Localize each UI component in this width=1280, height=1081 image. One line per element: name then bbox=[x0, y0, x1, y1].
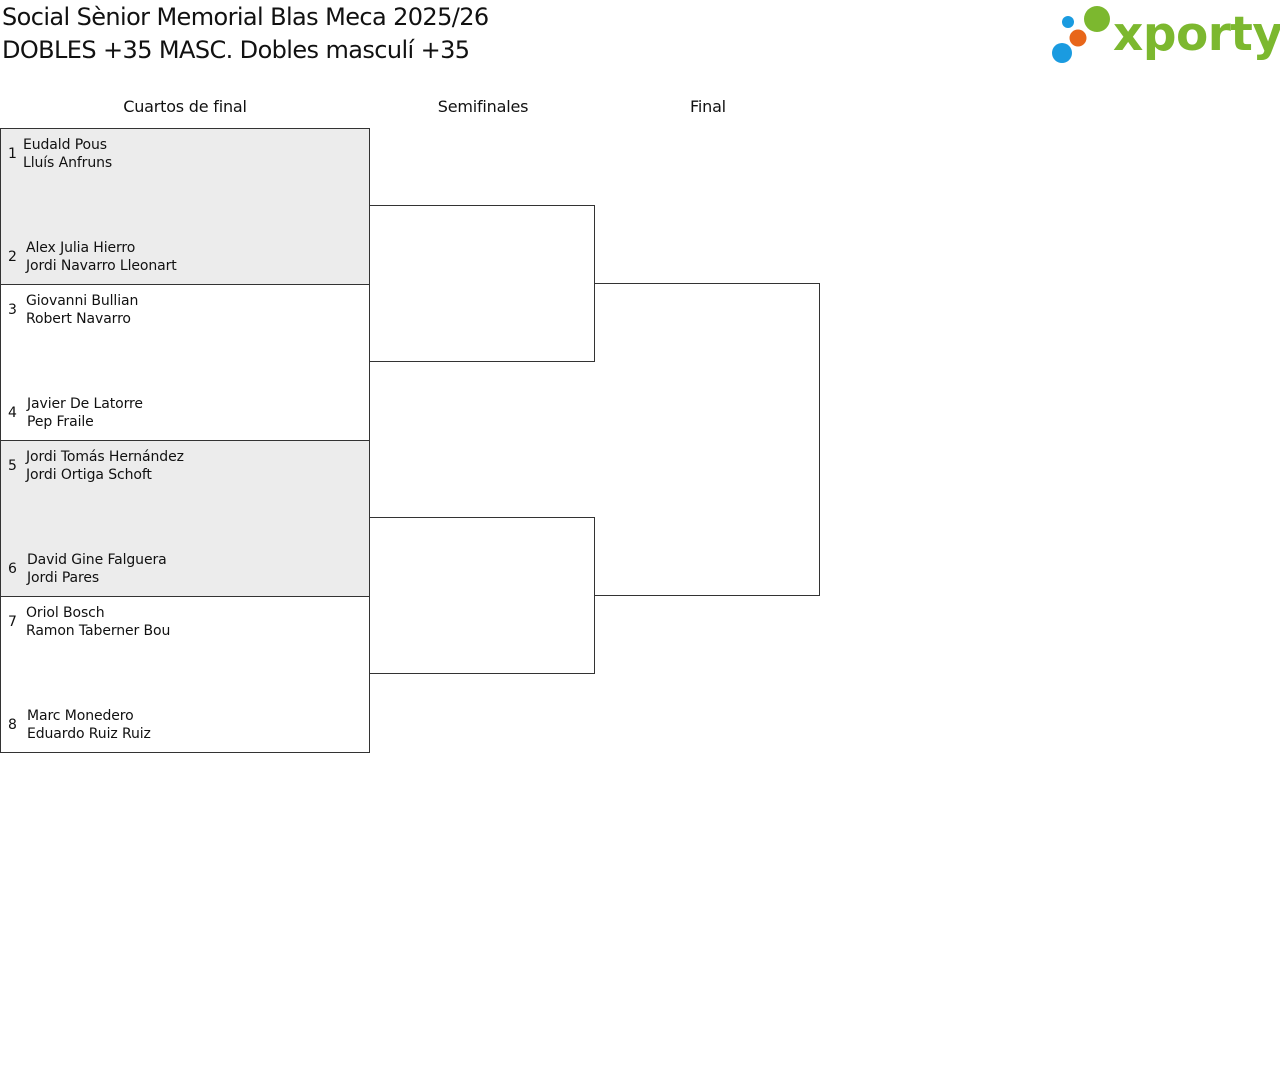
seed-number: 8 bbox=[8, 717, 17, 733]
quarterfinal-match-4 bbox=[0, 596, 370, 753]
player-name[interactable]: Jordi Pares bbox=[27, 570, 100, 586]
player-name[interactable]: Jordi Ortiga Schoft bbox=[26, 467, 152, 483]
semifinal-connector-2 bbox=[370, 517, 595, 674]
xporty-dots-icon bbox=[1052, 6, 1110, 63]
player-name[interactable]: Alex Julia Hierro bbox=[26, 240, 136, 256]
player-name[interactable]: Giovanni Bullian bbox=[26, 293, 139, 309]
seed-number: 6 bbox=[8, 561, 17, 577]
player-name[interactable]: Ramon Taberner Bou bbox=[26, 623, 171, 639]
quarterfinal-match-1 bbox=[0, 128, 370, 285]
player-name[interactable]: Eduardo Ruiz Ruiz bbox=[27, 726, 151, 742]
seed-number: 3 bbox=[8, 302, 17, 318]
draw-title: DOBLES +35 MASC. Dobles masculí +35 bbox=[2, 36, 470, 64]
seed-number: 1 bbox=[8, 146, 17, 162]
logo-wordmark: xporty bbox=[1113, 7, 1280, 62]
player-name[interactable]: Eudald Pous bbox=[23, 137, 107, 153]
round-header-final: Final bbox=[690, 97, 726, 116]
player-name[interactable]: Robert Navarro bbox=[26, 311, 131, 327]
player-name[interactable]: Oriol Bosch bbox=[26, 605, 105, 621]
player-name[interactable]: Javier De Latorre bbox=[27, 396, 143, 412]
seed-number: 5 bbox=[8, 458, 17, 474]
semifinal-connector-1 bbox=[370, 205, 595, 362]
tournament-title: Social Sènior Memorial Blas Meca 2025/26 bbox=[2, 3, 489, 31]
player-name[interactable]: David Gine Falguera bbox=[27, 552, 167, 568]
round-header-quarterfinals: Cuartos de final bbox=[123, 97, 247, 116]
xporty-logo[interactable]: xporty bbox=[1050, 2, 1280, 68]
seed-number: 2 bbox=[8, 249, 17, 265]
player-name[interactable]: Jordi Navarro Lleonart bbox=[26, 258, 177, 274]
player-name[interactable]: Marc Monedero bbox=[27, 708, 134, 724]
final-connector bbox=[595, 283, 820, 596]
quarterfinal-match-3 bbox=[0, 440, 370, 597]
player-name[interactable]: Jordi Tomás Hernández bbox=[26, 449, 184, 465]
seed-number: 4 bbox=[8, 405, 17, 421]
round-header-semifinals: Semifinales bbox=[437, 97, 529, 116]
seed-number: 7 bbox=[8, 614, 17, 630]
player-name[interactable]: Pep Fraile bbox=[27, 414, 94, 430]
player-name[interactable]: Lluís Anfruns bbox=[23, 155, 113, 171]
